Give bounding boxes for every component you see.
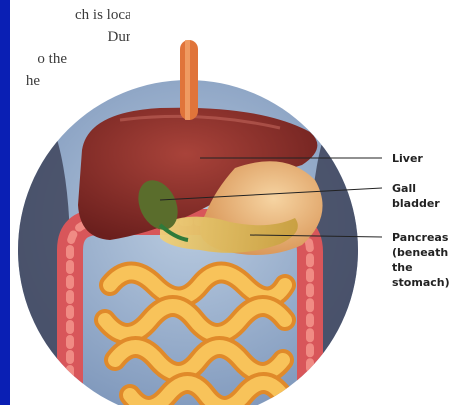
label-liver: Liver [392, 151, 423, 166]
illustration-panel: ch is located During o the he Liver Gall… [10, 0, 468, 405]
snippet-line-1: ch is located [10, 6, 130, 24]
label-pancreas: Pancreas (beneath the stomach) [392, 230, 468, 290]
snippet-line-4: he [10, 72, 40, 90]
text-snippet: ch is located During o the he [10, 0, 130, 100]
label-gallbladder: Gall bladder [392, 181, 440, 211]
torso-circle [10, 70, 390, 405]
snippet-line-3: o the [10, 50, 67, 68]
snippet-line-2: During [10, 28, 130, 46]
